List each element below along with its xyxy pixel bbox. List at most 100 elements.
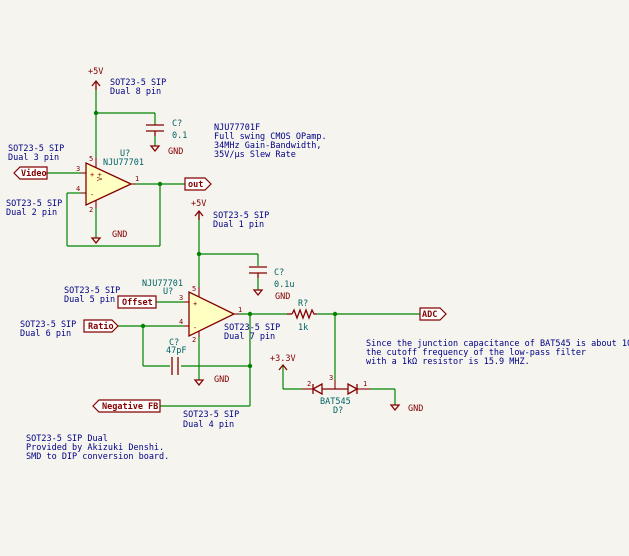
svg-text:3: 3 (179, 294, 183, 302)
opamp-bottom[interactable] (184, 287, 239, 338)
power-5v-mid-text: +5V (191, 199, 206, 209)
power-3v3-text: +3.3V (270, 354, 296, 364)
svg-text:D?: D? (333, 406, 343, 416)
svg-text:0.1: 0.1 (172, 131, 187, 141)
svg-text:0.1u: 0.1u (274, 280, 294, 290)
svg-text:Dual 1 pin: Dual 1 pin (213, 220, 264, 230)
capacitor-top[interactable] (146, 124, 164, 136)
svg-text:with a 1kΩ resistor is 15.9 MH: with a 1kΩ resistor is 15.9 MHZ. (366, 357, 530, 367)
gnd-text-umid: GND (214, 375, 229, 385)
top-opamp-texts: SOT23-5 SIP Dual 8 pin U? NJU77701 SOT23… (6, 78, 187, 218)
svg-text:out: out (188, 180, 203, 190)
svg-text:SMD to DIP conversion board.: SMD to DIP conversion board. (26, 452, 169, 462)
capacitor-feedback[interactable] (171, 357, 179, 375)
svg-text:Dual 2 pin: Dual 2 pin (6, 208, 57, 218)
power-5v-mid (194, 209, 204, 220)
svg-text:SOT23-5 SIP: SOT23-5 SIP (183, 410, 239, 420)
svg-text:47pF: 47pF (166, 346, 186, 356)
svg-text:Dual 8 pin: Dual 8 pin (110, 87, 161, 97)
svg-text:2: 2 (89, 206, 93, 214)
note-opamp: NJU77701F Full swing CMOS OPamp. 34MHz G… (214, 123, 327, 160)
gnd-symbol-utop (90, 237, 102, 245)
svg-text:Dual 4 pin: Dual 4 pin (183, 420, 234, 430)
svg-text:Dual 3 pin: Dual 3 pin (8, 153, 59, 163)
svg-text:BAT545: BAT545 (320, 397, 351, 407)
svg-text:U?: U? (120, 149, 130, 159)
label-video[interactable]: Video (13, 166, 48, 180)
diode-dual[interactable] (302, 380, 370, 396)
svg-text:SOT23-5 SIP: SOT23-5 SIP (8, 144, 64, 154)
svg-text:Dual 5 pin: Dual 5 pin (64, 295, 115, 305)
svg-text:Video: Video (21, 168, 47, 179)
svg-text:1: 1 (135, 175, 139, 183)
gnd-symbol-diode (389, 404, 401, 412)
svg-text:2: 2 (307, 380, 311, 388)
svg-text:U?: U? (163, 287, 173, 297)
svg-text:34MHz Gain-Bandwidth,: 34MHz Gain-Bandwidth, (214, 141, 321, 151)
svg-text:Offset: Offset (122, 298, 153, 308)
junction-dots (93, 110, 338, 369)
label-negative-fb[interactable]: Negative FB (92, 399, 161, 413)
svg-text:3: 3 (329, 374, 333, 382)
resistor-texts: R? 1k (298, 299, 308, 333)
svg-text:4: 4 (179, 318, 183, 326)
gnd-text-cmid: GND (275, 292, 290, 302)
svg-text:-: - (193, 324, 197, 332)
power-texts: +5V +5V +3.3V GND GND GND GND GND (88, 67, 423, 414)
opamp-top[interactable] (81, 158, 136, 208)
svg-text:ADC: ADC (422, 310, 437, 320)
svg-text:SOT23-5 SIP: SOT23-5 SIP (20, 320, 76, 330)
svg-text:5: 5 (192, 285, 196, 293)
svg-text:3: 3 (76, 165, 80, 173)
label-adc[interactable]: ADC (419, 307, 447, 321)
gnd-symbol-ctop (149, 145, 161, 153)
power-3v3 (278, 363, 288, 371)
label-offset[interactable]: Offset (117, 295, 157, 309)
note-board: SOT23-5 SIP Dual Provided by Akizuki Den… (26, 434, 169, 462)
diode-texts: BAT545 D? 2 3 1 (307, 374, 367, 416)
svg-text:Dual 7 pin: Dual 7 pin (224, 332, 275, 342)
svg-text:1: 1 (363, 380, 367, 388)
svg-text:SOT23-5 SIP: SOT23-5 SIP (213, 211, 269, 221)
svg-text:5: 5 (89, 155, 93, 163)
capacitor-mid[interactable] (249, 266, 267, 278)
svg-text:35V/μs Slew Rate: 35V/μs Slew Rate (214, 150, 296, 160)
gnd-symbol-cmid (252, 289, 264, 297)
svg-text:+: + (193, 300, 197, 308)
svg-text:4: 4 (76, 185, 80, 193)
svg-text:Ratio: Ratio (88, 321, 114, 332)
svg-text:SOT23-5 SIP Dual: SOT23-5 SIP Dual (26, 434, 108, 444)
wires (47, 90, 420, 407)
svg-text:1: 1 (238, 306, 242, 314)
resistor[interactable] (287, 308, 317, 320)
power-5v-top-text: +5V (88, 67, 103, 77)
label-out[interactable]: out (184, 177, 212, 191)
svg-text:NJU77701F: NJU77701F (214, 123, 260, 133)
svg-text:C?: C? (172, 119, 182, 129)
svg-text:Full swing CMOS OPamp.: Full swing CMOS OPamp. (214, 132, 327, 142)
svg-text:Provided by Akizuki Denshi.: Provided by Akizuki Denshi. (26, 443, 164, 453)
gnd-text-ctop: GND (168, 147, 183, 157)
svg-text:V+: V+ (96, 173, 104, 181)
svg-text:SOT23-5 SIP: SOT23-5 SIP (64, 286, 120, 296)
gnd-text-utop: GND (112, 230, 127, 240)
svg-text:+: + (90, 171, 94, 179)
gnd-symbol-umid (193, 379, 205, 387)
svg-text:2: 2 (192, 336, 196, 344)
svg-text:Negative FB: Negative FB (102, 401, 158, 412)
svg-text:SOT23-5 SIP: SOT23-5 SIP (6, 199, 62, 209)
svg-text:R?: R? (298, 299, 308, 309)
label-ratio[interactable]: Ratio (83, 319, 119, 333)
power-5v-top (91, 79, 101, 90)
svg-text:NJU77701: NJU77701 (103, 158, 144, 168)
svg-text:NJU77701: NJU77701 (142, 279, 183, 289)
svg-text:-: - (90, 191, 94, 199)
svg-text:C?: C? (274, 268, 284, 278)
note-junction: Since the junction capacitance of BAT545… (366, 339, 629, 367)
svg-text:Dual 6 pin: Dual 6 pin (20, 329, 71, 339)
svg-text:1k: 1k (298, 323, 308, 333)
svg-text:C?: C? (169, 338, 179, 348)
svg-text:SOT23-5 SIP: SOT23-5 SIP (224, 323, 280, 333)
gnd-text-diode: GND (408, 404, 423, 414)
